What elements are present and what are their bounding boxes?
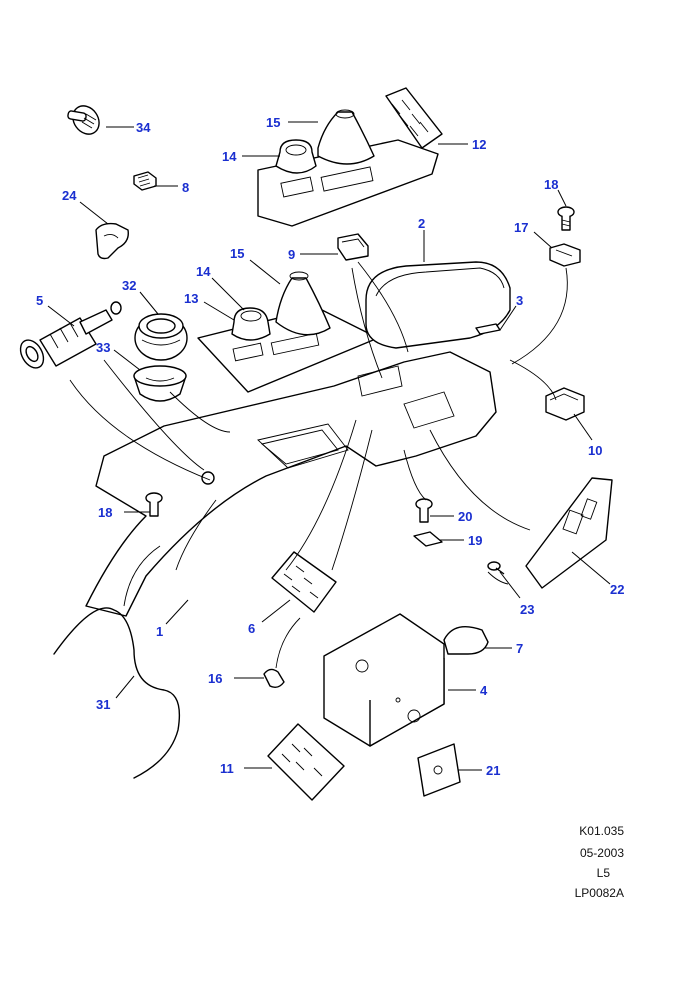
part-34-pin xyxy=(67,105,100,135)
footer-date: 05-2003 xyxy=(579,846,624,860)
part-10-switch xyxy=(545,387,585,421)
part-19-nut xyxy=(413,531,443,547)
callout-2: 2 xyxy=(418,216,425,231)
leader-lines xyxy=(47,121,611,771)
part-18-screw-lower xyxy=(145,492,163,517)
callout-17: 17 xyxy=(514,220,528,235)
callout-19: 19 xyxy=(468,533,482,548)
callout-12: 12 xyxy=(472,137,486,152)
part-4-box-bracket xyxy=(323,613,445,747)
footer-ref: K01.035 xyxy=(579,824,624,838)
part-8-clip xyxy=(133,171,157,191)
callout-14-lower: 14 xyxy=(196,264,211,279)
callout-34: 34 xyxy=(136,120,151,135)
callout-3: 3 xyxy=(516,293,523,308)
callout-18-lower: 18 xyxy=(98,505,112,520)
part-15-boot-large-upper xyxy=(317,109,375,165)
callout-13: 13 xyxy=(184,291,198,306)
part-16-connector xyxy=(263,668,285,689)
callout-22: 22 xyxy=(610,582,624,597)
callout-6: 6 xyxy=(248,621,255,636)
part-11-circuit-board xyxy=(267,723,345,801)
part-20-screw xyxy=(415,498,433,523)
callout-9: 9 xyxy=(288,247,295,262)
callout-5: 5 xyxy=(36,293,43,308)
callout-4: 4 xyxy=(480,683,488,698)
part-14-boot-small-upper xyxy=(275,139,317,174)
part-32-ring xyxy=(134,313,188,361)
callout-33: 33 xyxy=(96,340,110,355)
callout-24: 24 xyxy=(62,188,77,203)
callout-23: 23 xyxy=(520,602,534,617)
part-7-cap xyxy=(443,626,489,655)
part-18-screw-upper xyxy=(557,206,575,231)
part-6-circuit-board xyxy=(271,551,337,613)
callout-15-lower: 15 xyxy=(230,246,244,261)
part-22-rear-panel xyxy=(525,477,613,589)
callout-31: 31 xyxy=(96,697,110,712)
part-23-screw xyxy=(487,561,505,575)
callout-21: 21 xyxy=(486,763,500,778)
part-17-clip-nut xyxy=(549,243,581,267)
part-9-bezel xyxy=(337,233,369,261)
callout-32: 32 xyxy=(122,278,136,293)
part-5-cigar-lighter xyxy=(19,301,122,369)
callout-7: 7 xyxy=(516,641,523,656)
callout-8: 8 xyxy=(182,180,189,195)
callout-20: 20 xyxy=(458,509,472,524)
callout-10: 10 xyxy=(588,443,602,458)
part-33-cup xyxy=(133,365,187,402)
part-31-harness xyxy=(53,607,181,779)
part-24-bracket xyxy=(95,222,129,260)
footer-code: LP0082A xyxy=(574,886,624,900)
callout-labels: 34 8 24 5 32 33 15 14 12 9 2 18 17 3 13 … xyxy=(36,115,624,778)
assembly-lines xyxy=(69,261,568,669)
callout-16: 16 xyxy=(208,671,222,686)
part-15-boot-large-lower xyxy=(275,271,331,336)
part-2-armrest xyxy=(365,261,511,349)
part-21-pad xyxy=(417,743,461,797)
part-14-boot-small-lower xyxy=(231,307,271,341)
footer-level: L5 xyxy=(596,866,610,880)
callout-15-upper: 15 xyxy=(266,115,280,130)
part-1-console-body xyxy=(85,351,497,617)
callout-18-upper: 18 xyxy=(544,177,558,192)
callout-1: 1 xyxy=(156,624,163,639)
callout-11: 11 xyxy=(220,761,234,776)
callout-14-upper: 14 xyxy=(222,149,237,164)
